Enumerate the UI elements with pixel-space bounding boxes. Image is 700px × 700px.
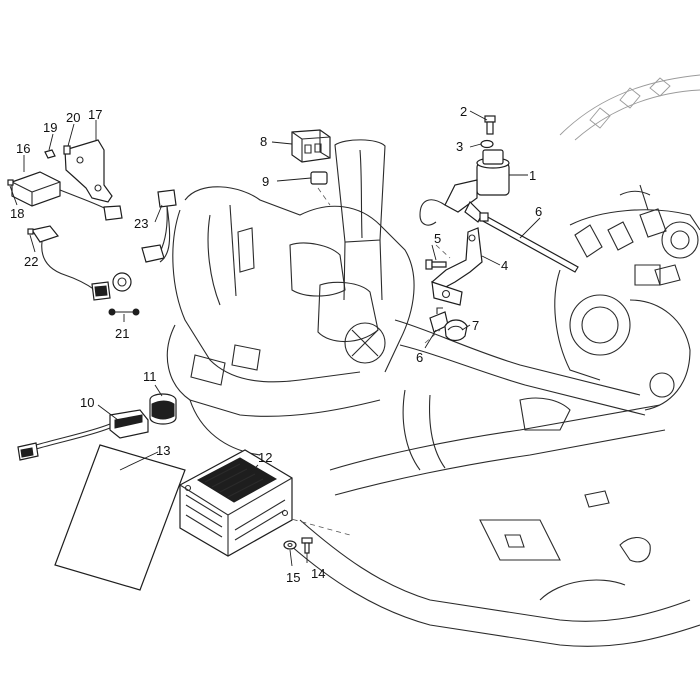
- washer-part-15: [283, 540, 297, 550]
- callout-22: 22: [24, 254, 38, 269]
- screw-part-14: [301, 537, 313, 554]
- washer-part-3: [480, 139, 494, 149]
- regulator-harness-part-10: [17, 409, 149, 461]
- callout-10: 10: [80, 395, 94, 410]
- callout-19: 19: [43, 120, 57, 135]
- bolt-part-2: [484, 115, 496, 135]
- callout-13: 13: [156, 443, 170, 458]
- callout-18: 18: [10, 206, 24, 221]
- callout-3: 3: [456, 139, 463, 154]
- bracket-part-4: [431, 227, 483, 306]
- callout-7: 7: [472, 318, 479, 333]
- callout-8: 8: [260, 134, 267, 149]
- control-unit-part-12: [179, 449, 293, 557]
- callout-labels: 2 3 1 6 5 4 7 6 8 9 10 11 12 13 14 15 16…: [10, 104, 542, 585]
- sensor-connector-part-23: [141, 189, 177, 263]
- callout-11: 11: [143, 369, 157, 384]
- module-part-16: [11, 171, 123, 221]
- callout-14: 14: [311, 566, 325, 581]
- callout-5: 5: [434, 231, 441, 246]
- relay-part-8: [291, 129, 331, 163]
- nut-part-19: [44, 149, 56, 159]
- callout-2: 2: [460, 104, 467, 119]
- scooter-frame-background: [166, 74, 700, 647]
- callout-20: 20: [66, 110, 80, 125]
- callout-23: 23: [134, 216, 148, 231]
- cable-tie-part-6: [479, 212, 579, 273]
- sleeve-part-9: [310, 171, 328, 185]
- screw-part-22: [27, 228, 34, 235]
- protective-sheet-part-13: [54, 444, 186, 591]
- callout-17: 17: [88, 107, 102, 122]
- callout-15: 15: [286, 570, 300, 585]
- screw-part-5: [425, 259, 447, 270]
- callout-16: 16: [16, 141, 30, 156]
- clamp-part-7: [444, 319, 468, 342]
- callout-4: 4: [501, 258, 508, 273]
- callout-6-upper: 6: [535, 204, 542, 219]
- cap-part-11: [149, 393, 177, 425]
- clip-part-20: [63, 145, 71, 155]
- leader-lines: [9, 110, 541, 567]
- callout-6-lower: 6: [416, 350, 423, 365]
- callout-1: 1: [529, 168, 536, 183]
- callout-21: 21: [115, 326, 129, 341]
- harness-part-21: [31, 225, 140, 316]
- screw-part-18: [7, 179, 14, 186]
- callout-9: 9: [262, 174, 269, 189]
- ignition-coil-part: [419, 149, 510, 226]
- callout-12: 12: [258, 450, 272, 465]
- mounting-bracket-part-17: [64, 139, 113, 203]
